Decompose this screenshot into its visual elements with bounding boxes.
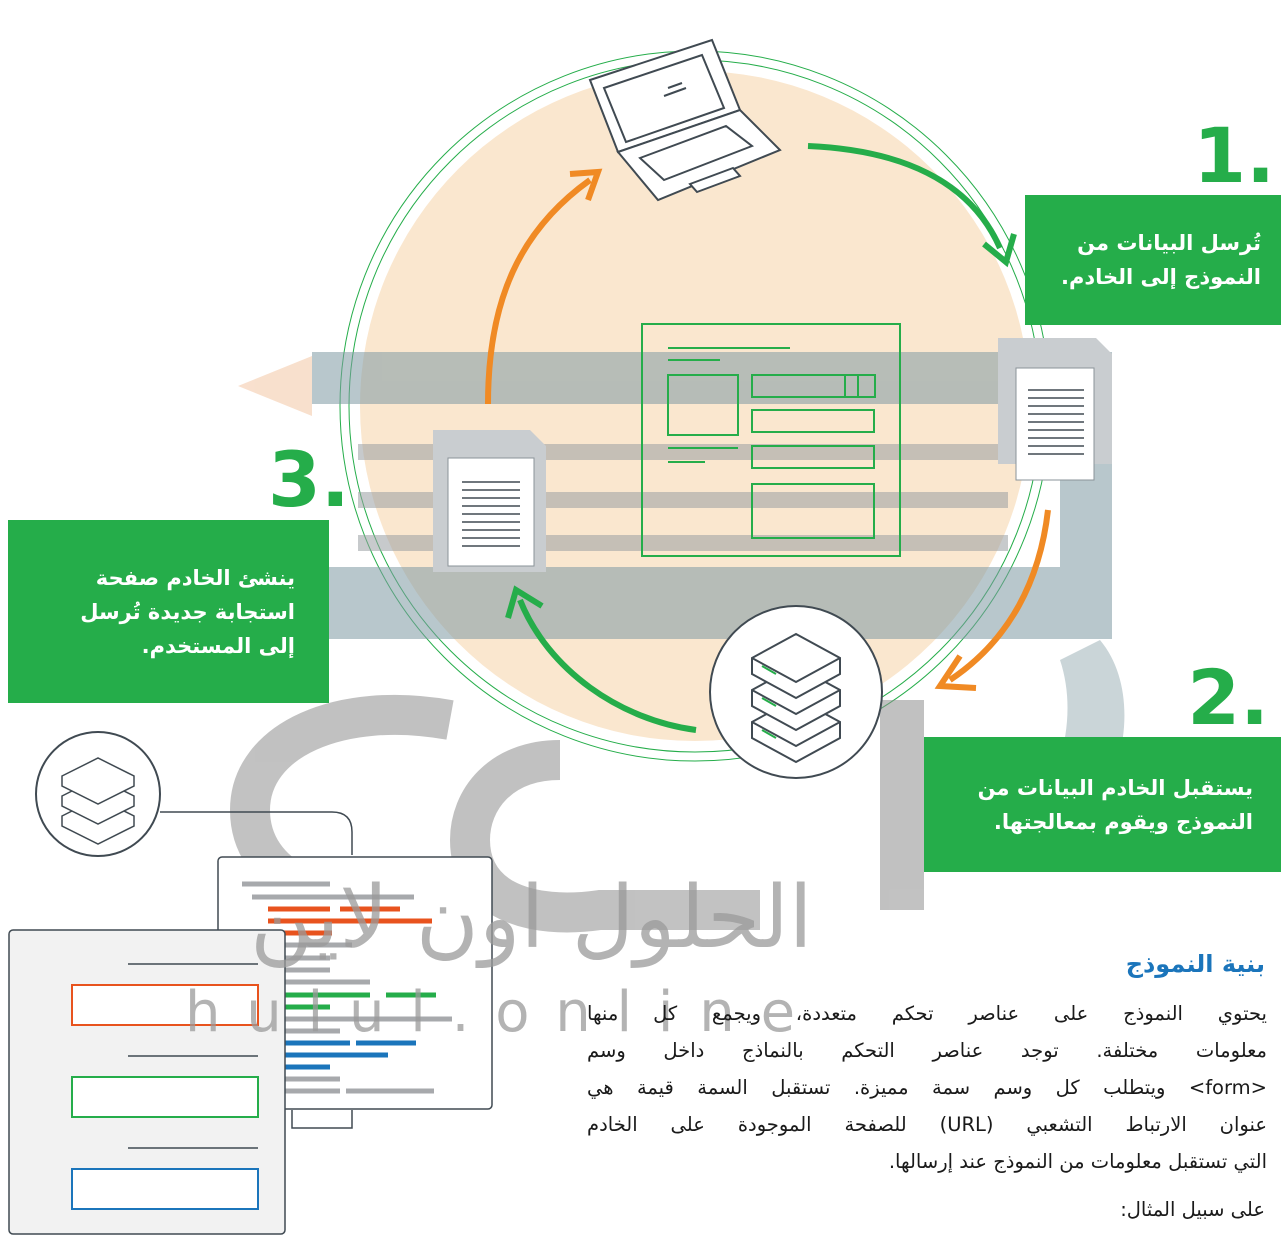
step-text-line: استجابة جديدة تُرسل: [80, 599, 295, 624]
step-text-line: ينشئ الخادم صفحة: [95, 565, 295, 590]
step-text-line: النموذج إلى الخادم.: [1060, 265, 1261, 289]
step-text-line: يستقبل الخادم البيانات من: [977, 775, 1253, 800]
database-icon: [35, 731, 161, 857]
step-text-line: النموذج ويقوم بمعالجتها.: [993, 809, 1253, 834]
paragraph-line: يحتوي النموذج على عناصر تحكم متعددة، ويج…: [587, 1002, 1267, 1025]
arrow-document-to-laptop: [485, 168, 603, 405]
form-preview: [8, 929, 286, 1235]
arrow-laptop-to-document: [807, 143, 1017, 268]
web-form-icon: [641, 323, 901, 557]
step-text-line: تُرسل البيانات من: [1077, 231, 1261, 255]
step-box: ينشئ الخادم صفحة استجابة جديدة تُرسل إلى…: [8, 520, 329, 703]
step-number: 3.: [268, 435, 350, 524]
step-box: يستقبل الخادم البيانات من النموذج ويقوم …: [924, 737, 1281, 872]
arrow-database-to-document: [505, 585, 697, 733]
laptop-icon: [588, 38, 782, 202]
connector-line: [291, 1110, 353, 1129]
watermark-latin: h u l u l . o n l i n e: [185, 980, 800, 1045]
step-box: تُرسل البيانات من النموذج إلى الخادم.: [1025, 195, 1281, 325]
paragraph-line: معلومات مختلفة. توجد عناصر التحكم بالنما…: [587, 1039, 1267, 1062]
step-number: 1.: [1193, 111, 1275, 200]
section-heading: بنية النموذج: [1125, 950, 1265, 978]
document-icon: [433, 430, 546, 572]
code-document: [217, 856, 493, 1110]
watermark-arabic: الحلول اون لاين: [250, 868, 813, 968]
step-text-line: إلى المستخدم.: [141, 633, 295, 658]
document-icon: [998, 338, 1112, 481]
paragraph-line: التي تستقبل معلومات من النموذج عند إرسال…: [888, 1150, 1267, 1173]
paragraph-line: <form> ويتطلب كل وسم سمة مميزة. تستقبل ا…: [587, 1076, 1267, 1099]
step-number: 2.: [1187, 653, 1269, 742]
body-paragraph: يحتوي النموذج على عناصر تحكم متعددة، ويج…: [587, 995, 1267, 1180]
paragraph-line: عنوان الارتباط التشعبي (URL) للصفحة المو…: [587, 1113, 1267, 1136]
arrow-document-to-database: [934, 509, 1051, 691]
connector-line: [160, 811, 353, 855]
example-label: على سبيل المثال:: [1120, 1198, 1265, 1221]
database-icon: [709, 605, 883, 779]
